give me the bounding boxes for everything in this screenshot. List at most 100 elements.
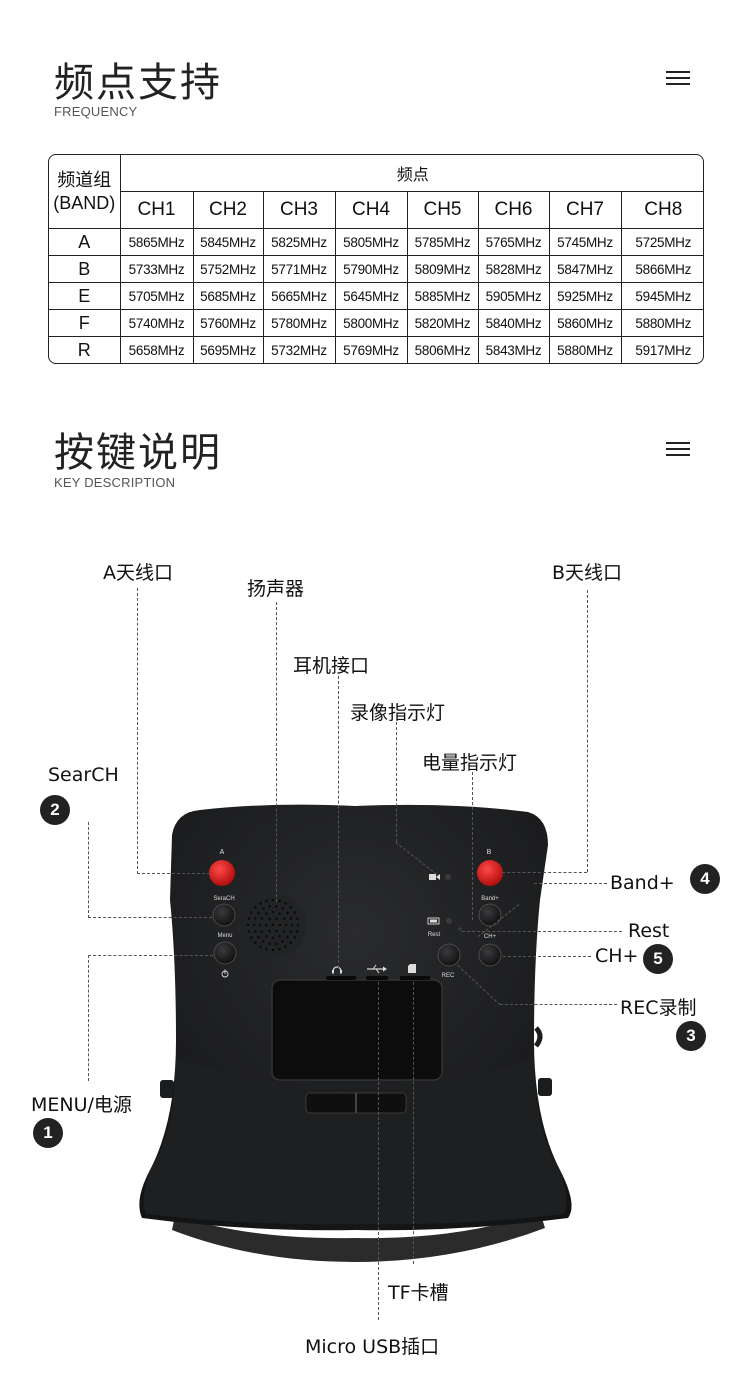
speaker-hole [268,917,271,921]
leader-tf [413,982,414,1264]
speaker-hole [271,910,275,914]
speaker-hole [278,899,281,903]
device-label-rest: Rest [428,932,441,938]
left-side-tab [160,1080,174,1098]
speaker-hole [278,912,281,916]
speaker-hole [293,936,296,939]
frequency-cell: 5885MHz [406,282,479,311]
speaker-hole [278,934,281,938]
speaker-hole [281,907,284,910]
ch-plus-button[interactable] [478,943,502,967]
rest-pinhole[interactable] [458,927,462,931]
leader-antenna-b-h [502,872,587,873]
leader-rec-h [500,1004,617,1005]
leader-rec-led-v [396,722,397,842]
label-rest: Rest [628,920,670,942]
leader-battery-led [472,772,473,920]
frequency-cell: 5905MHz [477,282,550,311]
label-antenna-b: B天线口 [552,562,623,584]
channel-header: CH8 [620,191,703,229]
speaker-hole [264,923,268,927]
menu-button[interactable] [213,941,237,965]
device-label-rec: REC [442,973,455,979]
usb-icon [367,964,387,974]
device-label-ch-plus: CH+ [484,934,497,940]
frequency-cell: 5917MHz [620,336,703,363]
speaker-hole [268,904,272,908]
speaker-hole [246,923,250,927]
leader-usb [378,982,379,1320]
speaker-hole [271,936,275,940]
device-label-band-plus: Band+ [481,896,499,902]
sd-card-icon [408,964,416,973]
speaker-hole [289,930,293,933]
leader-menu-h [88,955,213,956]
speaker-hole [247,930,251,933]
speaker-hole [265,912,268,916]
frequency-cell: 5769MHz [334,336,408,363]
side-strap-clip [533,1026,543,1048]
leader-search-h [88,917,212,918]
frequency-cell: 5760MHz [192,309,264,338]
channel-header: CH1 [120,191,194,229]
band-plus-button[interactable] [478,903,502,927]
speaker-hole [289,917,293,920]
menu-icon-2[interactable] [666,442,690,458]
speaker-hole [247,917,251,920]
antenna-a-connector[interactable] [209,860,235,886]
speaker-hole [253,930,257,933]
channel-header: CH6 [477,191,550,229]
speaker-hole [265,934,268,938]
label-speaker: 扬声器 [247,578,305,600]
leader-speaker [276,602,277,902]
searCH-button[interactable] [212,903,236,927]
speaker-hole [265,899,268,903]
frequency-cell: 5658MHz [119,336,194,363]
device-label-b: B [487,849,492,856]
speaker-hole [278,947,281,951]
leader-antenna-b-v [587,590,588,872]
leader-rest [462,931,622,932]
speaker-hole [268,929,271,933]
rec-button[interactable] [437,943,461,967]
face-foam [172,1212,545,1262]
tf-card-slot[interactable] [400,976,430,980]
speaker-hole [284,923,288,927]
key-title: 按键说明 [54,430,222,476]
camera-icon [429,874,440,880]
leader-earphone [338,676,339,968]
speaker-hole [271,948,275,952]
label-antenna-a: A天线口 [103,562,173,584]
speaker-hole [257,911,260,915]
device-label-menu: Menu [217,933,232,939]
badge-band-plus: 4 [690,864,720,894]
speaker-hole [260,930,264,933]
speaker-hole [284,902,287,905]
frequency-title: 频点支持 [54,60,222,106]
frequency-cell: 5665MHz [262,282,336,311]
speaker-hole [260,917,264,920]
leader-search-v [88,822,89,918]
power-icon [221,969,229,978]
frequency-cell: 5740MHz [119,309,194,338]
band-cell: R [49,336,121,363]
earphone-port[interactable] [326,976,356,980]
right-side-tab [538,1078,552,1096]
speaker-hole [282,930,286,933]
label-menu-power: MENU/电源 [31,1094,132,1116]
band-cell: E [49,282,121,311]
device-label-serach: SeraCH [213,896,234,902]
speaker-hole [252,923,256,927]
usb-port[interactable] [366,976,388,980]
body-lower-shell [143,1060,567,1225]
menu-icon[interactable] [666,71,690,87]
speaker-hole [254,941,257,944]
speaker-hole [284,945,287,948]
frequency-cell: 5860MHz [548,309,622,338]
frequency-subtitle: FREQUENCY [54,104,138,119]
label-rec-led: 录像指示灯 [350,702,446,724]
device-label-a: A [220,849,225,856]
leader-antenna-a-v [137,588,138,874]
antenna-b-connector[interactable] [477,860,503,886]
